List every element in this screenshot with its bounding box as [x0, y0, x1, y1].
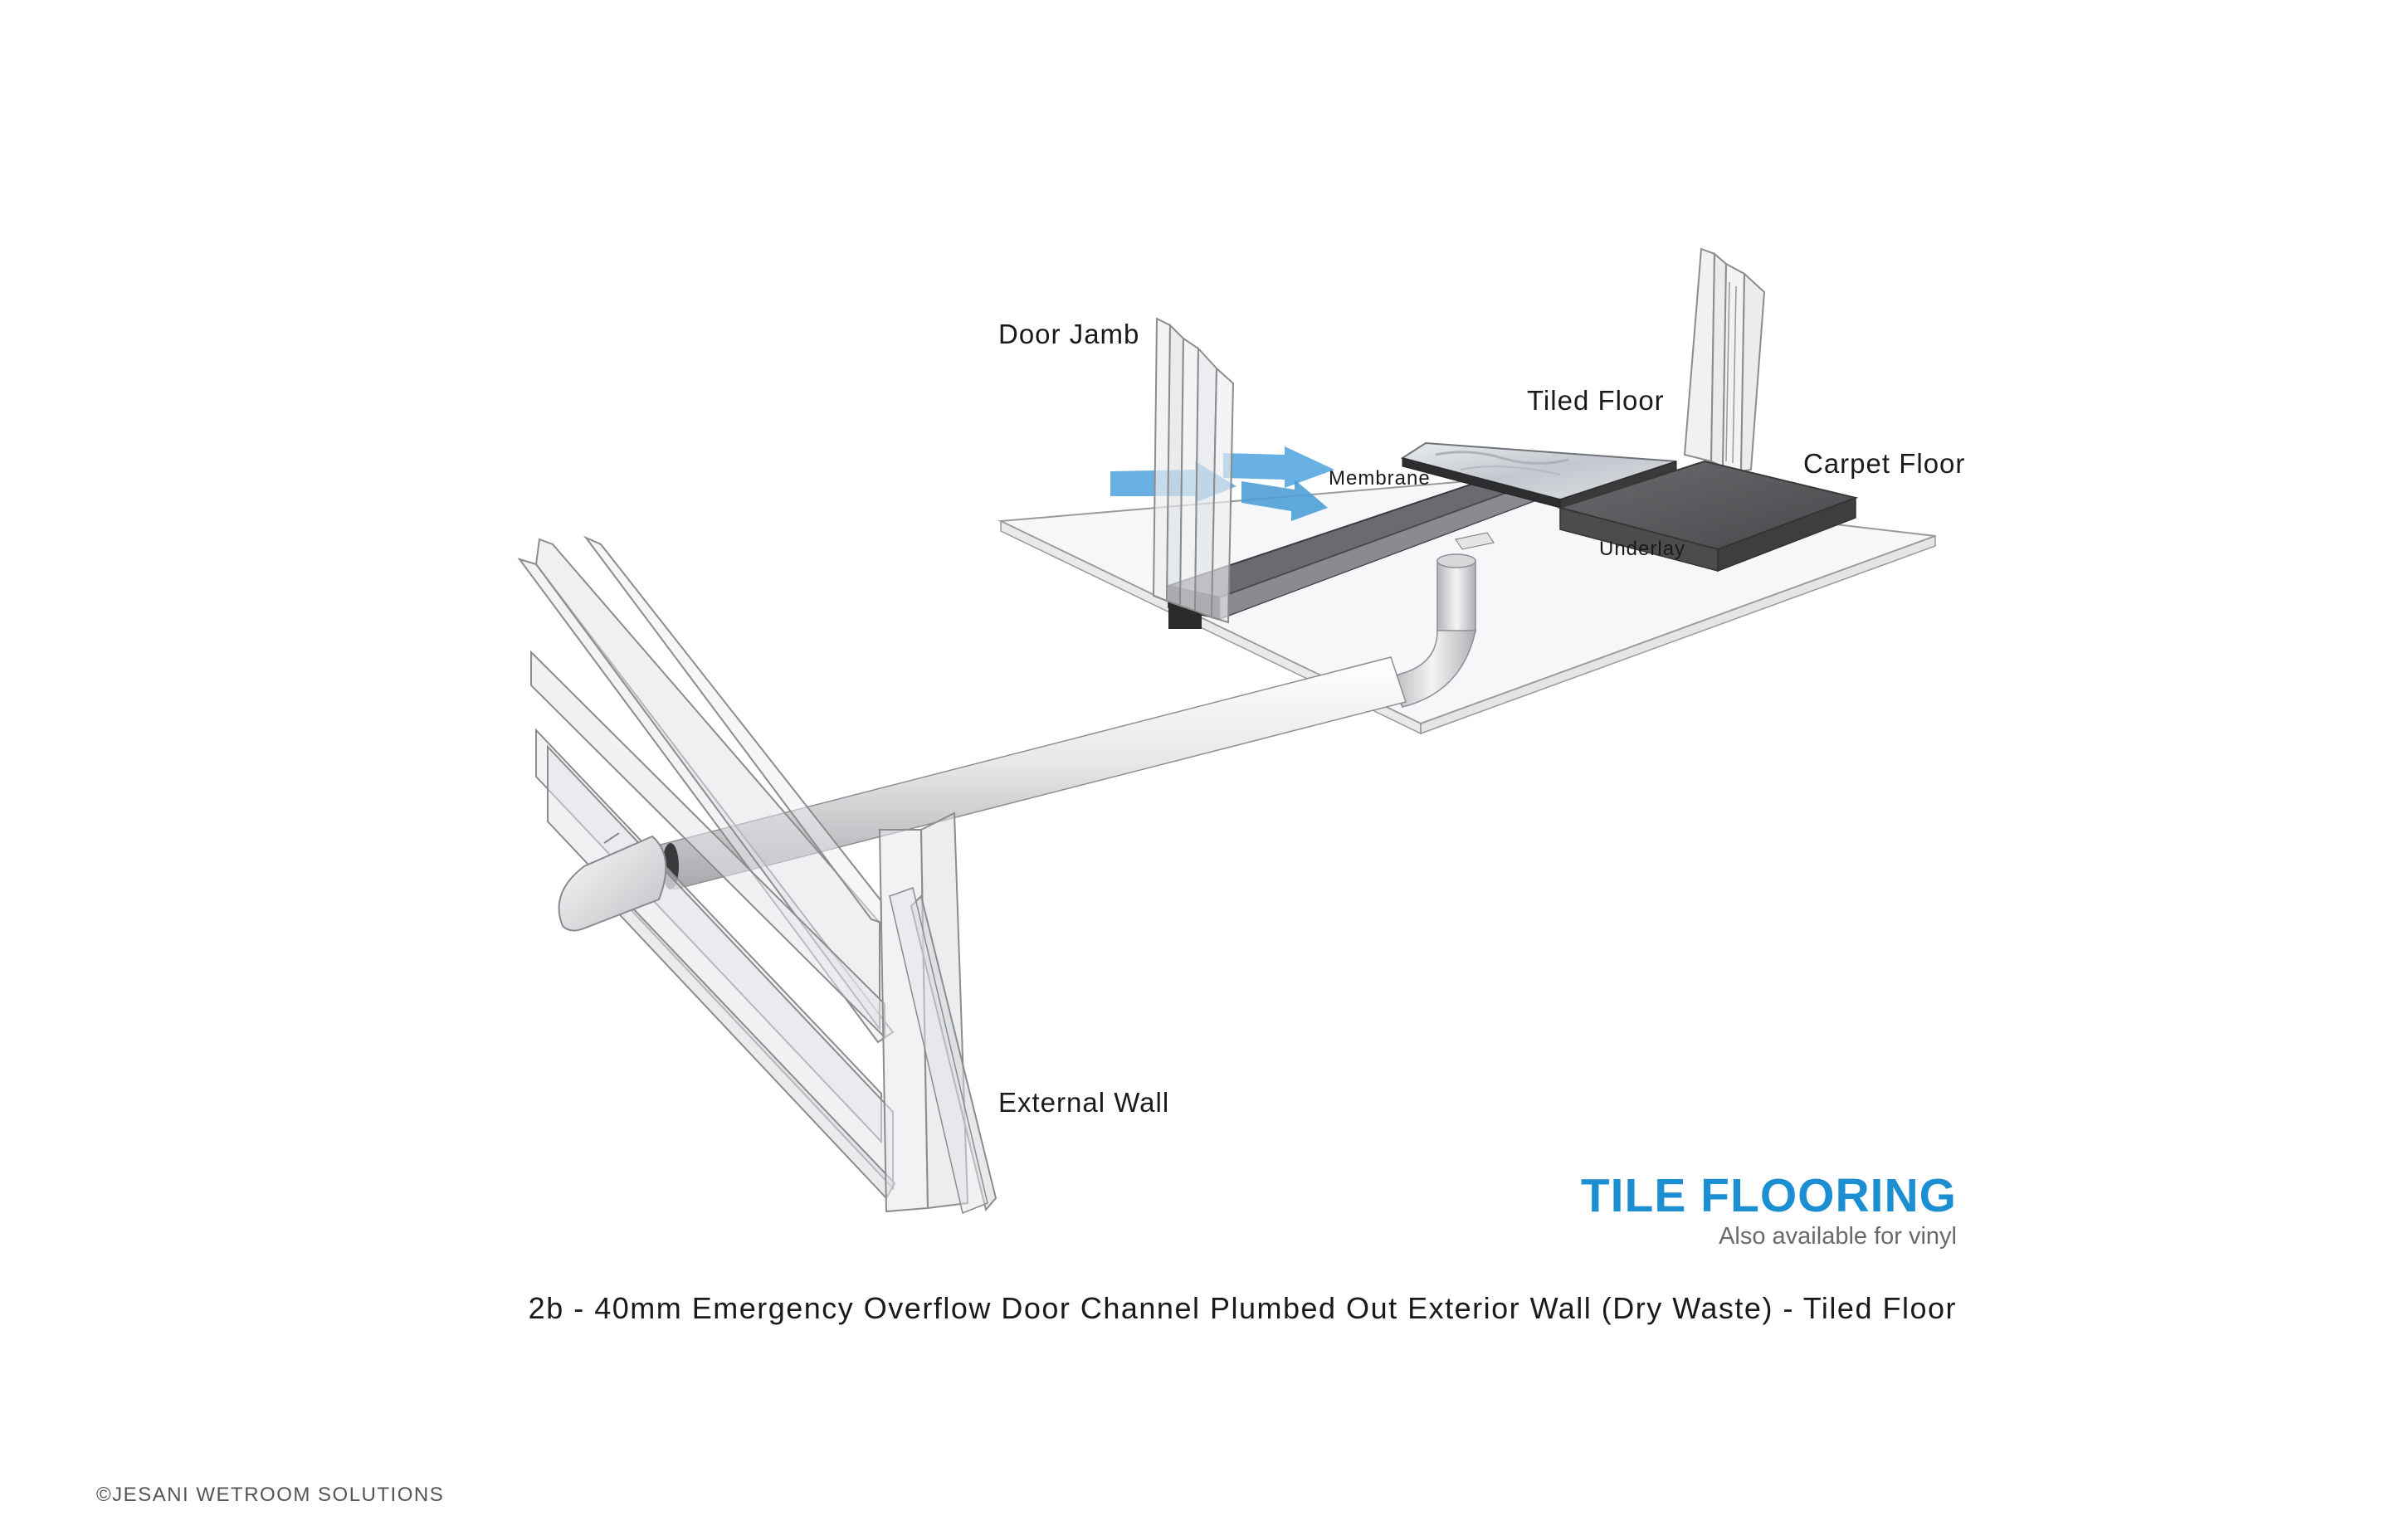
membrane-label: Membrane [1329, 467, 1431, 490]
tiled-floor-label: Tiled Floor [1527, 385, 1665, 416]
product-subheading: Also available for vinyl [1719, 1223, 1957, 1250]
door-jamb-label: Door Jamb [998, 319, 1140, 349]
waste-pipe [660, 553, 1476, 890]
carpet-floor [1557, 460, 1859, 573]
external-wall-label: External Wall [998, 1087, 1170, 1118]
door-jamb [1152, 317, 1235, 624]
copyright-notice: ©JESANI WETROOM SOLUTIONS [96, 1484, 445, 1506]
back-wall [1683, 247, 1766, 473]
tiled-floor [1400, 441, 1677, 509]
outlet-cap [558, 832, 667, 932]
product-heading: TILE FLOORING [1580, 1169, 1957, 1222]
diagram-caption: 2b - 40mm Emergency Overflow Door Channe… [528, 1291, 1957, 1325]
carpet-floor-label: Carpet Floor [1803, 448, 1966, 479]
underlay-label: Underlay [1599, 538, 1686, 560]
